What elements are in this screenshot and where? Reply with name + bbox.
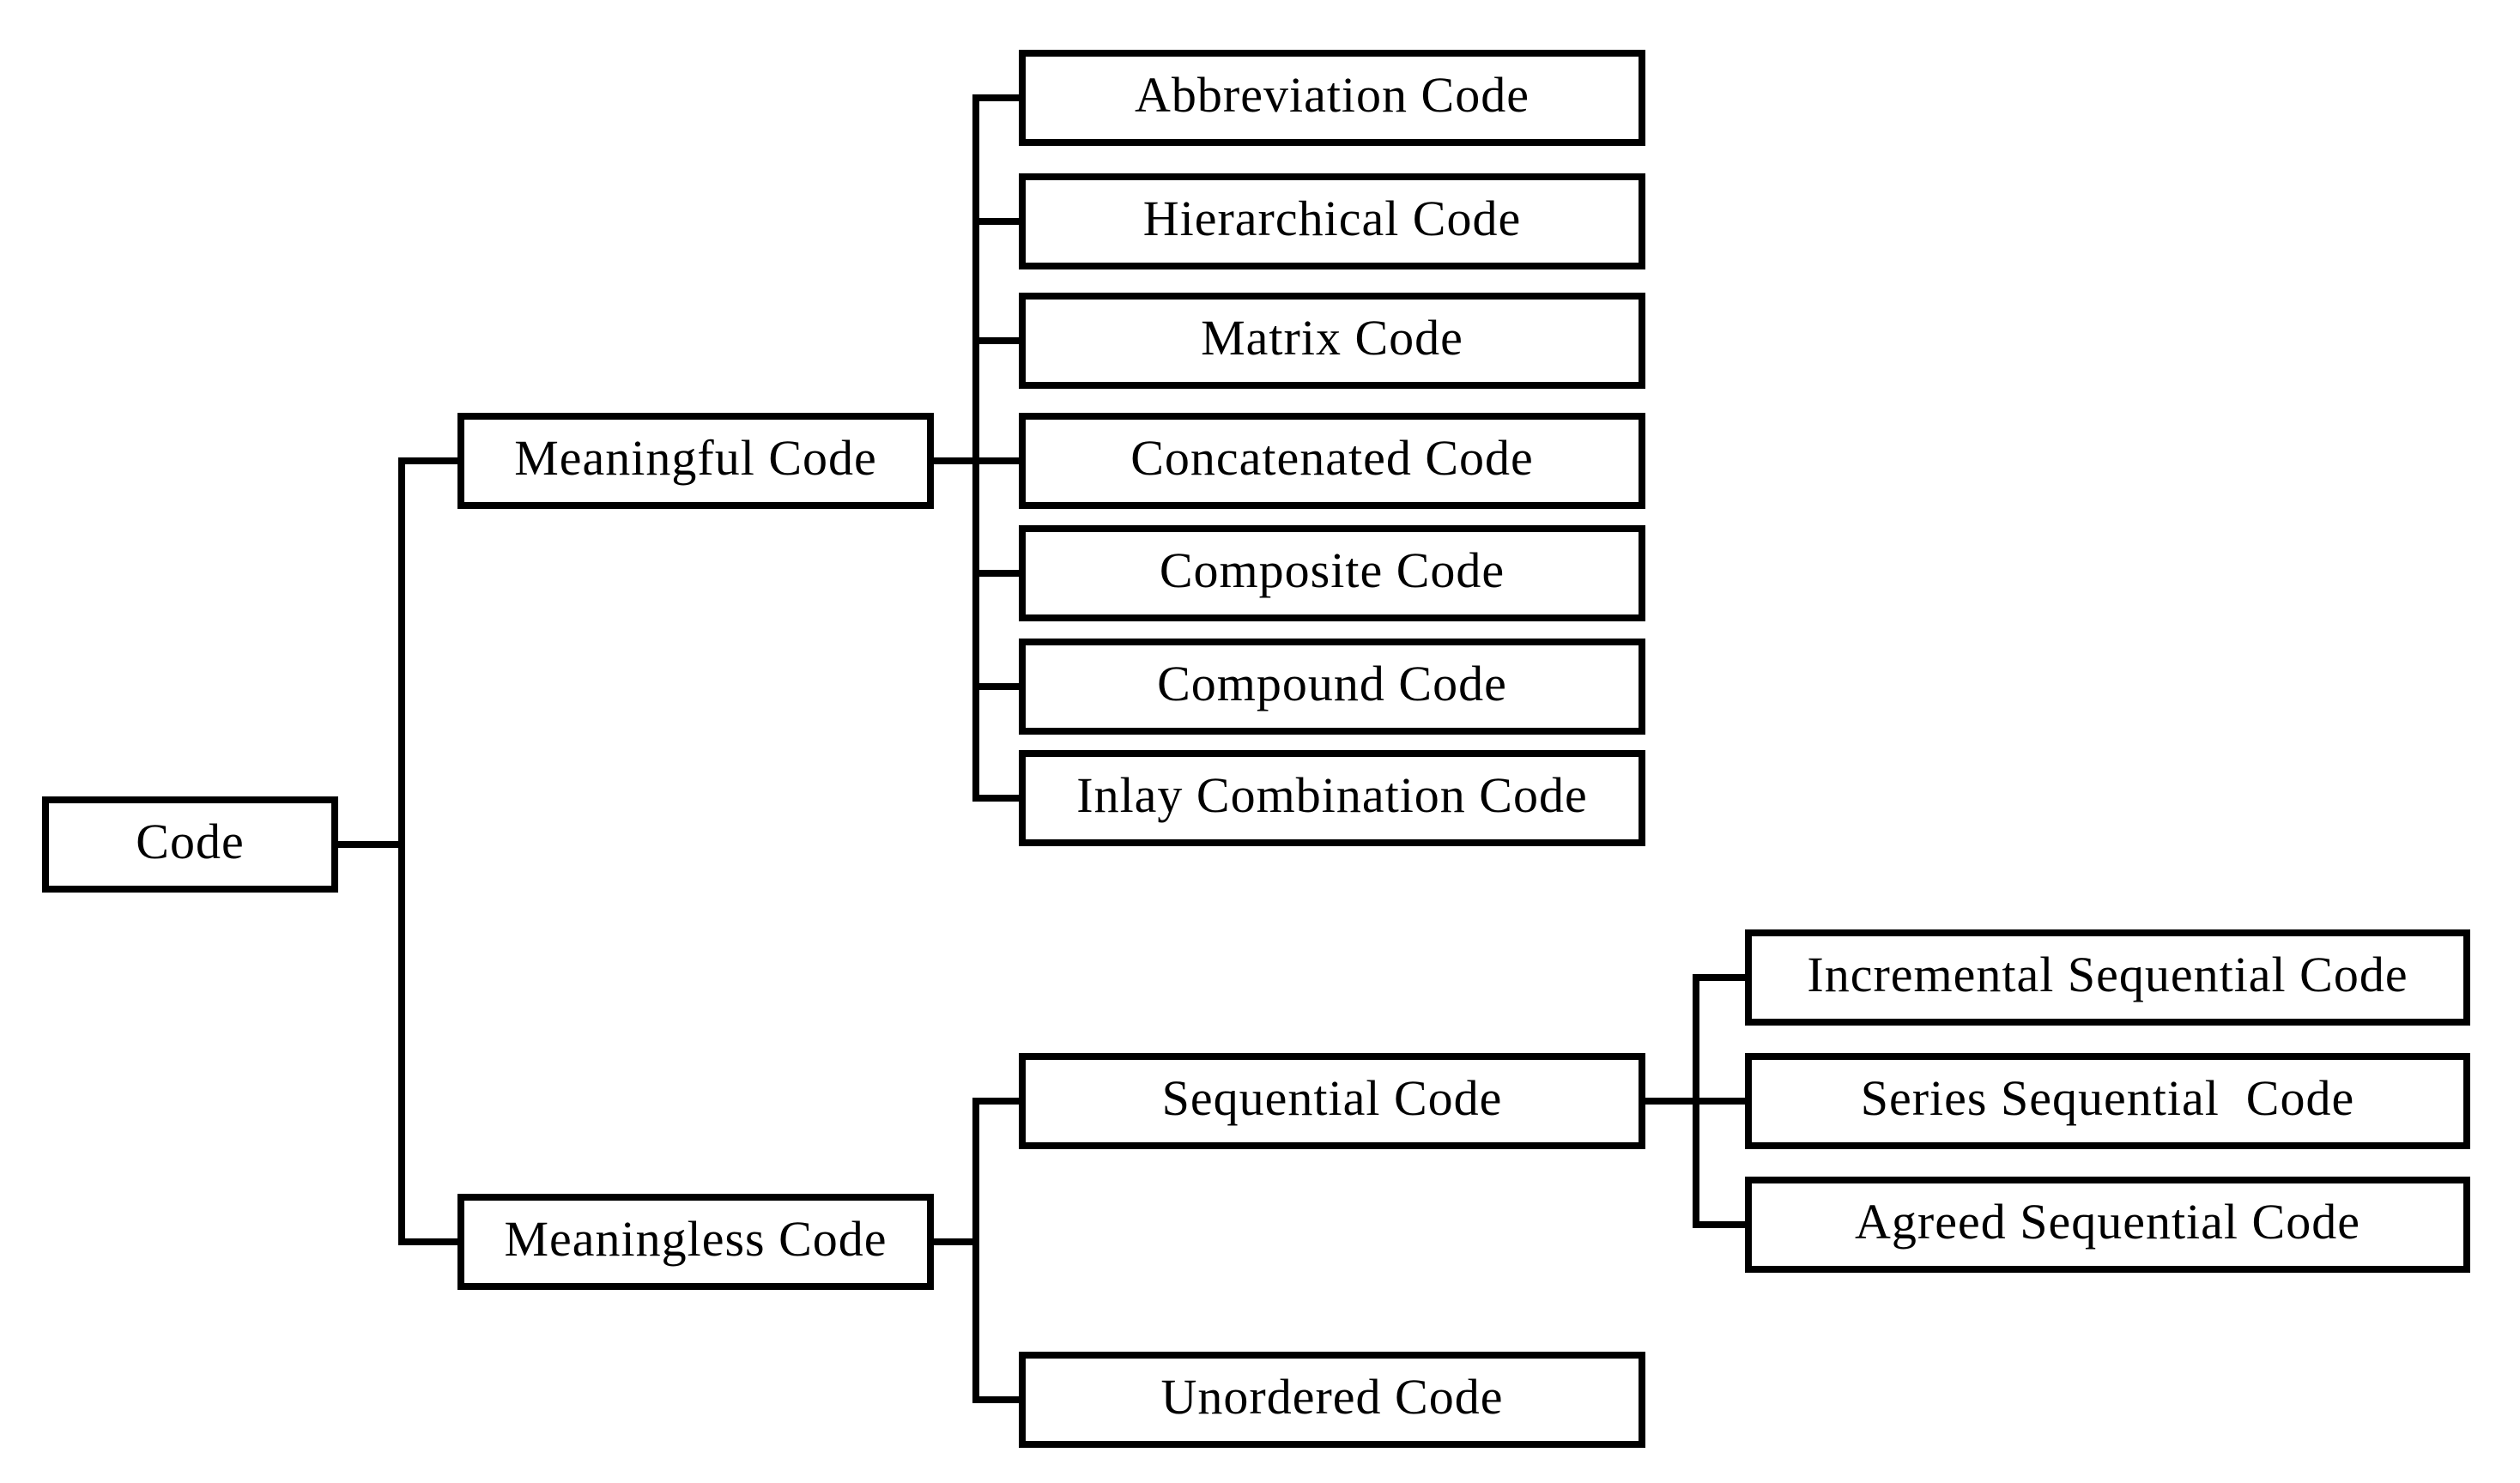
node-concatenated-code-label: Concatenated Code	[1130, 430, 1534, 486]
node-matrix-code-label: Matrix Code	[1201, 310, 1463, 366]
node-concatenated-code: Concatenated Code	[1019, 413, 1645, 509]
node-composite-code: Composite Code	[1019, 525, 1645, 621]
node-abbreviation-code: Abbreviation Code	[1019, 50, 1645, 146]
node-matrix-code: Matrix Code	[1019, 293, 1645, 389]
node-unordered-code: Unordered Code	[1019, 1352, 1645, 1448]
node-unordered-code-label: Unordered Code	[1160, 1369, 1504, 1425]
node-compound-code-label: Compound Code	[1157, 656, 1507, 711]
node-incremental-sequential-code: Incremental Sequential Code	[1745, 929, 2470, 1026]
node-incremental-sequential-code-label: Incremental Sequential Code	[1807, 947, 2408, 1002]
node-hierarchical-code: Hierarchical Code	[1019, 173, 1645, 269]
node-hierarchical-code-label: Hierarchical Code	[1142, 191, 1522, 246]
connector-sequential-branch	[1645, 974, 1745, 1228]
node-composite-code-label: Composite Code	[1159, 542, 1505, 598]
node-inlay-combination-code-label: Inlay Combination Code	[1076, 767, 1588, 823]
node-meaningless-code-label: Meaningless Code	[504, 1211, 887, 1267]
node-agreed-sequential-code: Agreed Sequential Code	[1745, 1177, 2470, 1273]
node-sequential-code: Sequential Code	[1019, 1053, 1645, 1149]
node-compound-code: Compound Code	[1019, 639, 1645, 735]
connector-meaningless-branch	[934, 1098, 1019, 1403]
node-meaningless-code: Meaningless Code	[457, 1194, 934, 1290]
node-meaningful-code-label: Meaningful Code	[514, 430, 877, 486]
node-series-sequential-code: Series Sequential Code	[1745, 1053, 2470, 1149]
node-meaningful-code: Meaningful Code	[457, 413, 934, 509]
node-code-label: Code	[136, 814, 245, 869]
node-agreed-sequential-code-label: Agreed Sequential Code	[1855, 1194, 2360, 1250]
node-series-sequential-code-label: Series Sequential Code	[1860, 1070, 2355, 1126]
node-sequential-code-label: Sequential Code	[1161, 1070, 1503, 1126]
node-inlay-combination-code: Inlay Combination Code	[1019, 750, 1645, 846]
node-code: Code	[42, 796, 338, 893]
node-abbreviation-code-label: Abbreviation Code	[1135, 67, 1530, 123]
connector-meaningful-branch	[934, 94, 1019, 802]
connector-root-trunk	[338, 457, 457, 1245]
